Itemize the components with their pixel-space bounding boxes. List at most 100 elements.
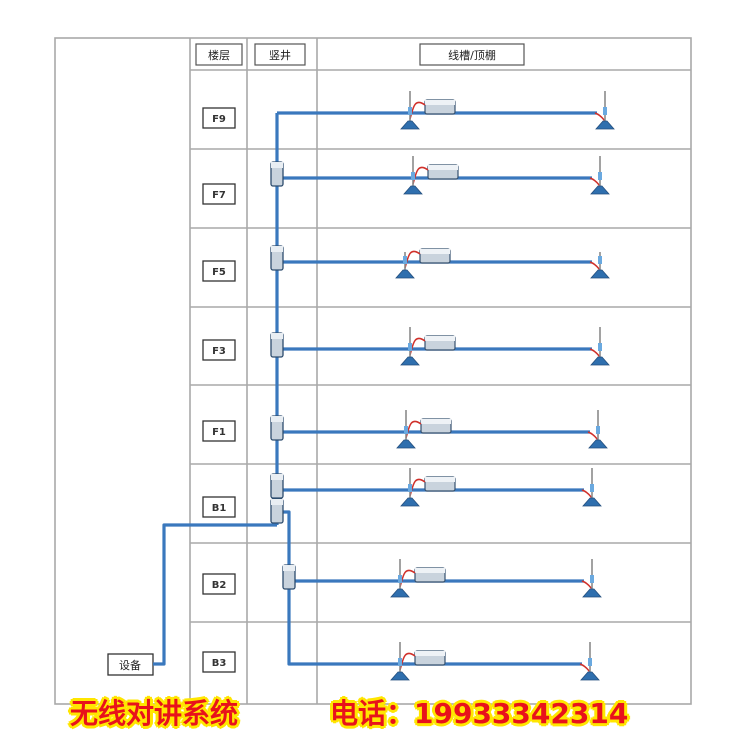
grid-lines xyxy=(54,37,692,705)
banner-phone: 电话：19933342314 xyxy=(330,697,629,730)
floor-label-f5: F5 xyxy=(202,260,236,282)
jumper-left-f1 xyxy=(405,420,422,439)
antenna-right-b2 xyxy=(582,559,602,598)
device-label: 设备 xyxy=(119,658,141,672)
jumper-left-b2 xyxy=(399,569,416,588)
antenna-connector xyxy=(408,107,412,115)
splitter-highlight xyxy=(271,474,283,480)
coupler-f1 xyxy=(420,418,452,434)
splitter-highlight xyxy=(283,565,295,571)
antenna-base xyxy=(595,120,615,130)
tray-header-box xyxy=(419,43,525,66)
coupler-highlight xyxy=(428,165,458,170)
antenna-base xyxy=(403,185,423,195)
floor-label-b1: B1 xyxy=(202,496,236,518)
antenna-base xyxy=(400,120,420,130)
antenna-connector xyxy=(411,172,415,180)
lower-riser xyxy=(283,510,410,666)
svg-text:F9: F9 xyxy=(212,114,226,125)
antenna-base xyxy=(390,671,410,681)
jumper-left-f5 xyxy=(404,250,421,269)
floor-label-b2: B2 xyxy=(202,573,236,595)
antenna-base xyxy=(590,269,610,279)
coupler-highlight xyxy=(415,568,445,573)
antenna-base xyxy=(590,185,610,195)
jumper-left-b1 xyxy=(409,478,426,497)
antenna-left-b3 xyxy=(390,642,410,681)
antenna-base xyxy=(390,588,410,598)
coupler-highlight xyxy=(415,651,445,656)
antenna-base xyxy=(582,497,602,507)
splitter-f3 xyxy=(270,332,284,358)
banner-title: 无线对讲系统 xyxy=(70,697,239,730)
feeder-cable xyxy=(153,523,277,666)
splitter-b1-lower xyxy=(270,498,284,524)
splitter-highlight xyxy=(271,333,283,339)
antenna-connector xyxy=(598,172,602,180)
outer-frame xyxy=(54,37,692,705)
device: 设备 xyxy=(107,653,154,676)
antenna-right-f9 xyxy=(595,91,615,130)
floor-label-f9: F9 xyxy=(202,107,236,129)
antenna-base xyxy=(588,439,608,449)
floor-header-box xyxy=(195,43,243,66)
floor-label-f3: F3 xyxy=(202,339,236,361)
jumper-left-f3 xyxy=(409,337,426,356)
splitter-highlight xyxy=(271,162,283,168)
splitter-f7 xyxy=(270,161,284,187)
coupler-highlight xyxy=(425,100,455,105)
coupler-b1 xyxy=(424,476,456,492)
antenna-base xyxy=(590,356,610,366)
coupler-f9 xyxy=(424,99,456,115)
coupler-b3 xyxy=(414,650,446,666)
contact-banner: 无线对讲系统 电话：19933342314 xyxy=(0,690,750,738)
svg-text:B2: B2 xyxy=(212,580,227,591)
jumper-left-f9 xyxy=(409,101,426,120)
antenna-connector xyxy=(590,575,594,583)
antenna-connector xyxy=(408,343,412,351)
coupler-f5 xyxy=(419,248,451,264)
antenna-connector xyxy=(603,107,607,115)
splitter-b2 xyxy=(282,564,296,590)
antenna-connector xyxy=(590,484,594,492)
coupler-b2 xyxy=(414,567,446,583)
svg-text:B1: B1 xyxy=(212,503,227,514)
antenna-connector xyxy=(403,256,407,264)
antenna-left-f3 xyxy=(400,327,420,366)
svg-text:F5: F5 xyxy=(212,267,226,278)
splitter-highlight xyxy=(271,499,283,505)
antenna-left-f1 xyxy=(396,410,416,449)
antenna-connector xyxy=(596,426,600,434)
antenna-connector xyxy=(398,658,402,666)
splitter-f5 xyxy=(270,245,284,271)
antenna-left-f7 xyxy=(403,156,423,195)
floor-labels: F9 F7 F5 F3 F1 B1 xyxy=(202,107,236,673)
coupler-highlight xyxy=(420,249,450,254)
coupler-f3 xyxy=(424,335,456,351)
floor-label-f7: F7 xyxy=(202,183,236,205)
antenna-connector xyxy=(598,343,602,351)
antenna-right-b3 xyxy=(580,642,600,681)
svg-text:F1: F1 xyxy=(212,427,226,438)
antenna-base xyxy=(395,269,415,279)
coupler-highlight xyxy=(421,419,451,424)
coupler-f7 xyxy=(427,164,459,180)
antenna-connector xyxy=(598,256,602,264)
shaft-header: 竖井 xyxy=(269,48,291,62)
svg-text:F7: F7 xyxy=(212,190,226,201)
floor-header: 楼层 xyxy=(208,48,230,62)
coupler-highlight xyxy=(425,477,455,482)
splitter-b1 xyxy=(270,473,284,499)
antenna-left-b2 xyxy=(390,559,410,598)
antenna-connector xyxy=(408,484,412,492)
antenna-connector xyxy=(404,426,408,434)
antenna-base xyxy=(396,439,416,449)
antenna-left-f9 xyxy=(400,91,420,130)
jumper-left-b3 xyxy=(399,652,416,671)
antenna-left-f5 xyxy=(395,252,415,279)
splitter-f1 xyxy=(270,415,284,441)
component-layer xyxy=(270,91,615,681)
antenna-right-f5 xyxy=(590,252,610,279)
